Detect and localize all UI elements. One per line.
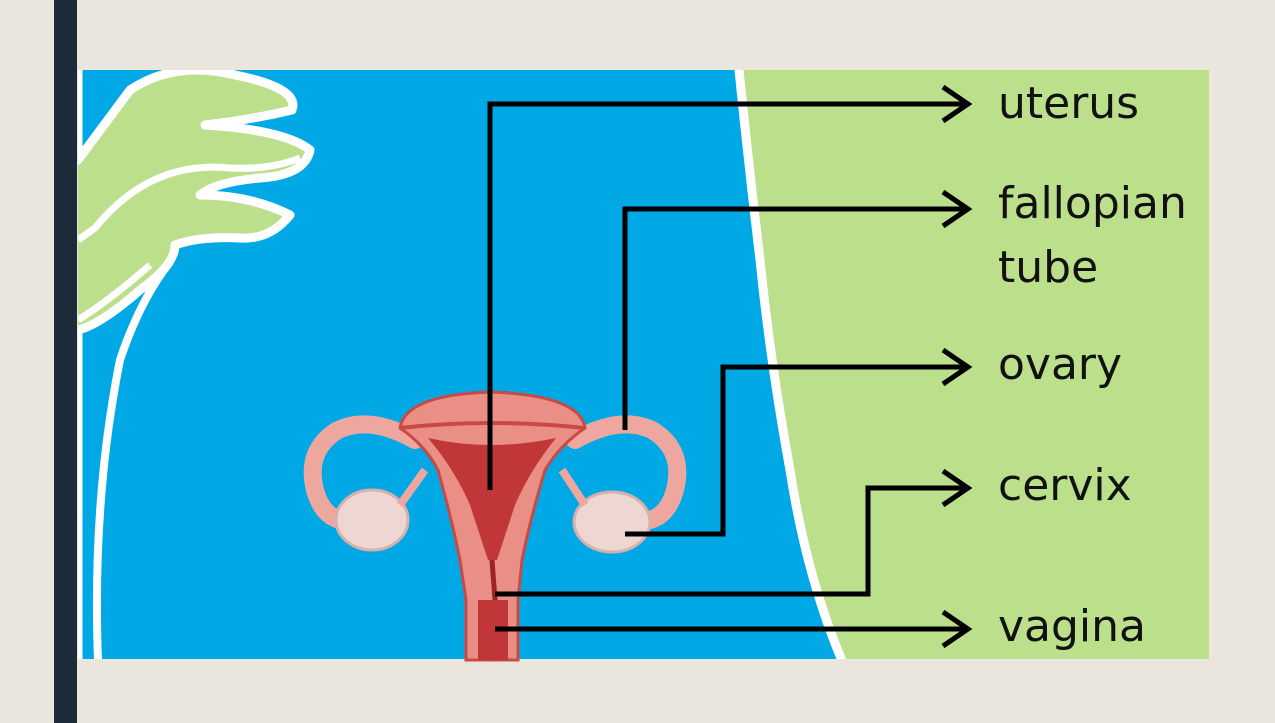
- label-vagina: vagina: [998, 601, 1146, 653]
- label-uterus: uterus: [998, 78, 1139, 130]
- label-fallopian-tube-line2: tube: [998, 242, 1098, 294]
- label-ovary: ovary: [998, 339, 1122, 391]
- label-fallopian-tube-line1: fallopian: [998, 178, 1187, 230]
- left-ovary: [336, 490, 408, 550]
- label-cervix: cervix: [998, 460, 1132, 512]
